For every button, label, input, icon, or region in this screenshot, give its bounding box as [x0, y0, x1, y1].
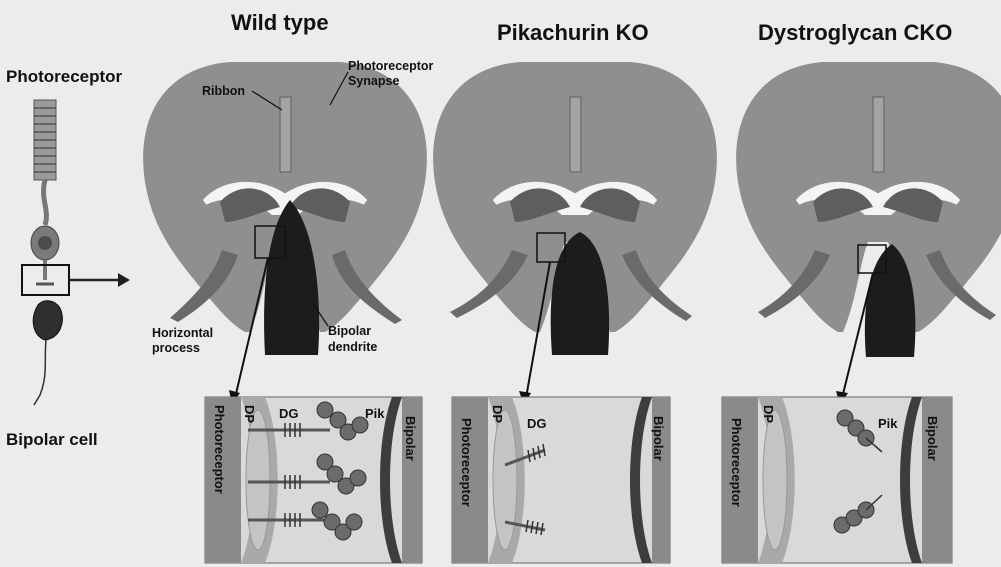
bipolar-inset-label: Bipolar	[925, 416, 940, 461]
photoreceptor-inset-label: Photoreceptor	[459, 418, 474, 507]
dystroglycan-cko-inset: Pik DP Photoreceptor Bipolar	[722, 397, 952, 563]
pikachurin-ko-synapse	[433, 62, 717, 405]
ribbon-label: Ribbon	[202, 84, 245, 98]
photoreceptor-inset-label: Photoreceptor	[212, 405, 227, 494]
pik-label: Pik	[365, 406, 385, 421]
bipolar-dendrite-label-line2: dendrite	[328, 340, 377, 354]
synapse-label-line1: Photoreceptor	[348, 59, 434, 73]
bipolar-dendrite-label-line1: Bipolar	[328, 324, 371, 338]
synapse-label-line2: Synapse	[348, 74, 399, 88]
dp-label: DP	[490, 405, 505, 423]
pik-label: Pik	[878, 416, 898, 431]
photoreceptor-inset-label: Photoreceptor	[729, 418, 744, 507]
bipolar-inset-label: Bipolar	[403, 416, 418, 461]
dystroglycan-cko-synapse	[736, 62, 1001, 405]
horizontal-process-label-line2: process	[152, 341, 200, 355]
panel-title-pikachurin-ko: Pikachurin KO	[497, 20, 649, 45]
pikachurin-ko-inset: DG DP Photoreceptor Bipolar	[452, 397, 670, 563]
panel-title-wild-type: Wild type	[231, 10, 329, 35]
horizontal-process-label-line1: Horizontal	[152, 326, 213, 340]
bipolar-cell-label: Bipolar cell	[6, 430, 98, 449]
wild-type-inset: DG Pik DP Photoreceptor Bipolar	[205, 397, 422, 563]
dg-label: DG	[279, 406, 299, 421]
dg-label: DG	[527, 416, 547, 431]
photoreceptor-label: Photoreceptor	[6, 67, 123, 86]
dp-label: DP	[242, 405, 257, 423]
photoreceptor-cell-sketch	[22, 100, 130, 405]
panel-title-dystroglycan-cko: Dystroglycan CKO	[758, 20, 952, 45]
dp-label: DP	[761, 405, 776, 423]
bipolar-inset-label: Bipolar	[651, 416, 666, 461]
wild-type-synapse: Ribbon Photoreceptor Synapse Horizontal …	[143, 59, 433, 404]
